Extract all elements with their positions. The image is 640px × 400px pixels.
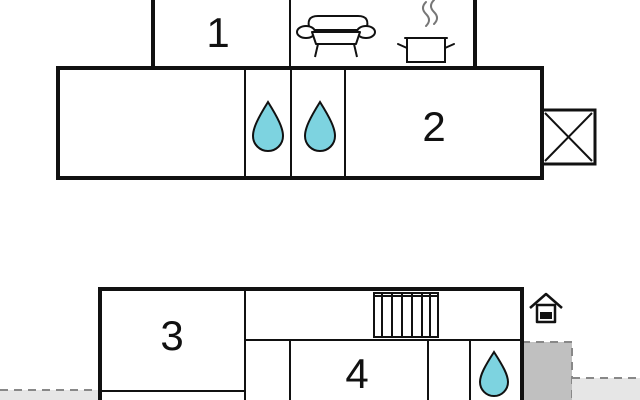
terrace-areas: [0, 341, 640, 400]
room-3-label: 3: [160, 312, 183, 359]
staircase-icon: [373, 292, 439, 338]
sofa-icon: [296, 15, 376, 58]
window-icon: [544, 112, 593, 162]
room-4-label: 4: [345, 350, 368, 397]
water-drop-icon: [478, 350, 510, 397]
cooking-pot-icon: [397, 0, 455, 63]
ground-floor: [98, 287, 524, 400]
window-box: [540, 108, 597, 166]
terrace-right-dark: [522, 342, 572, 400]
house-entrance-icon: [529, 292, 563, 324]
upper-main-walls: [56, 66, 544, 180]
ground-outer-walls: [98, 287, 524, 400]
water-drop-icon: [303, 100, 337, 152]
upper-floor: [56, 0, 597, 180]
room-2-label: 2: [422, 103, 445, 150]
room-1-label: 1: [206, 9, 229, 56]
water-drop-icon-group: [251, 100, 337, 152]
upper-top-walls: [151, 0, 477, 68]
terrace-left: [0, 390, 100, 400]
terrace-right-light: [572, 378, 640, 400]
water-drop-icon: [251, 100, 285, 152]
